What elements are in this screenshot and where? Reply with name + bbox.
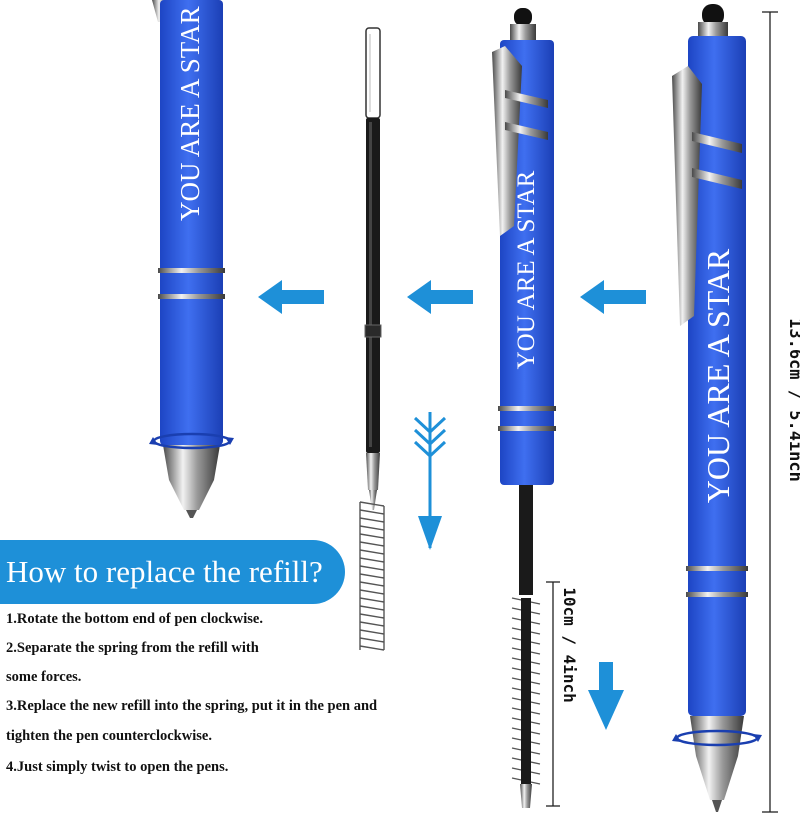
step-3: 3.Replace the new refill into the spring…: [6, 698, 378, 714]
step-2: 2.Separate the spring from the refill wi…: [6, 640, 259, 656]
left-pen: [149, 0, 234, 518]
right-pen: [672, 4, 762, 812]
refill: [364, 27, 382, 510]
spring: [359, 501, 385, 651]
middle-pen: [492, 8, 556, 808]
step-1: 1.Rotate the bottom end of pen clockwise…: [6, 611, 263, 627]
left-pen-text: YOU ARE A STAR: [175, 6, 205, 221]
step-4: 4.Just simply twist to open the pens.: [6, 759, 229, 775]
arrow-down-icon: [413, 412, 624, 730]
step-3-cont: tighten the pen counterclockwise.: [6, 728, 212, 744]
arrow-left-icon: [258, 280, 646, 314]
instructions-title: How to replace the refill?: [0, 540, 345, 604]
middle-pen-text: YOU ARE A STAR: [513, 170, 540, 370]
dimension-lines: [546, 11, 778, 813]
total-length-label: 13.6cm / 5.4inch: [785, 318, 800, 482]
right-pen-text: YOU ARE A STAR: [700, 248, 736, 504]
step-2-cont: some forces.: [6, 669, 82, 685]
refill-length-label: 10cm / 4inch: [560, 587, 579, 703]
